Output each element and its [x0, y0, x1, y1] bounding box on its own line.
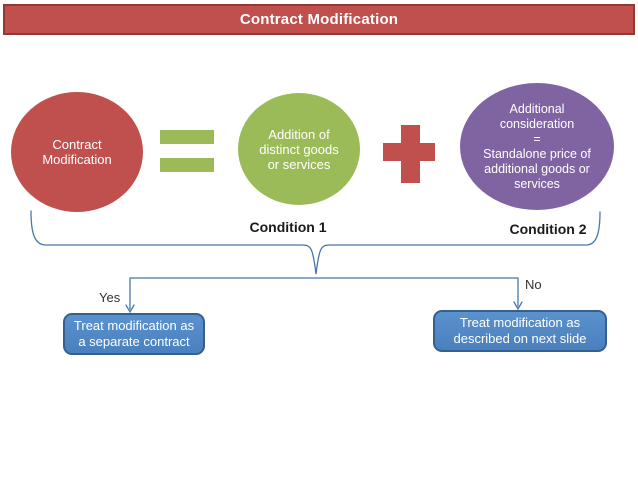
no-arrowhead [513, 301, 523, 311]
next-slide-box-text: Treat modification as described on next … [453, 314, 587, 347]
additional-consideration-ellipse: Additional consideration = Standalone pr… [460, 83, 614, 210]
condition-1-label: Condition 1 [249, 219, 327, 235]
yes-branch-label: Yes [99, 290, 121, 305]
separate-contract-box: Treat modification as a separate contrac… [63, 313, 205, 355]
brace-connector [30, 210, 601, 275]
addition-of-goods-circle-text: Addition of distinct goods or services [259, 126, 339, 172]
next-slide-box: Treat modification as described on next … [433, 310, 607, 352]
slide-title-bar: Contract Modification [3, 4, 635, 35]
addition-of-goods-circle: Addition of distinct goods or services [238, 93, 360, 205]
equals-icon-bar-top [160, 130, 214, 144]
plus-icon-horizontal-bar [383, 143, 435, 161]
equals-icon-bar-bottom [160, 158, 214, 172]
no-branch-label: No [525, 277, 542, 292]
contract-modification-circle: Contract Modification [11, 92, 143, 212]
separate-contract-box-text: Treat modification as a separate contrac… [73, 317, 195, 350]
contract-modification-circle-text: Contract Modification [42, 137, 112, 167]
yes-arrowhead [125, 304, 135, 314]
additional-consideration-ellipse-text: Additional consideration = Standalone pr… [483, 101, 591, 191]
condition-2-label: Condition 2 [509, 221, 587, 237]
slide-title: Contract Modification [239, 11, 399, 28]
